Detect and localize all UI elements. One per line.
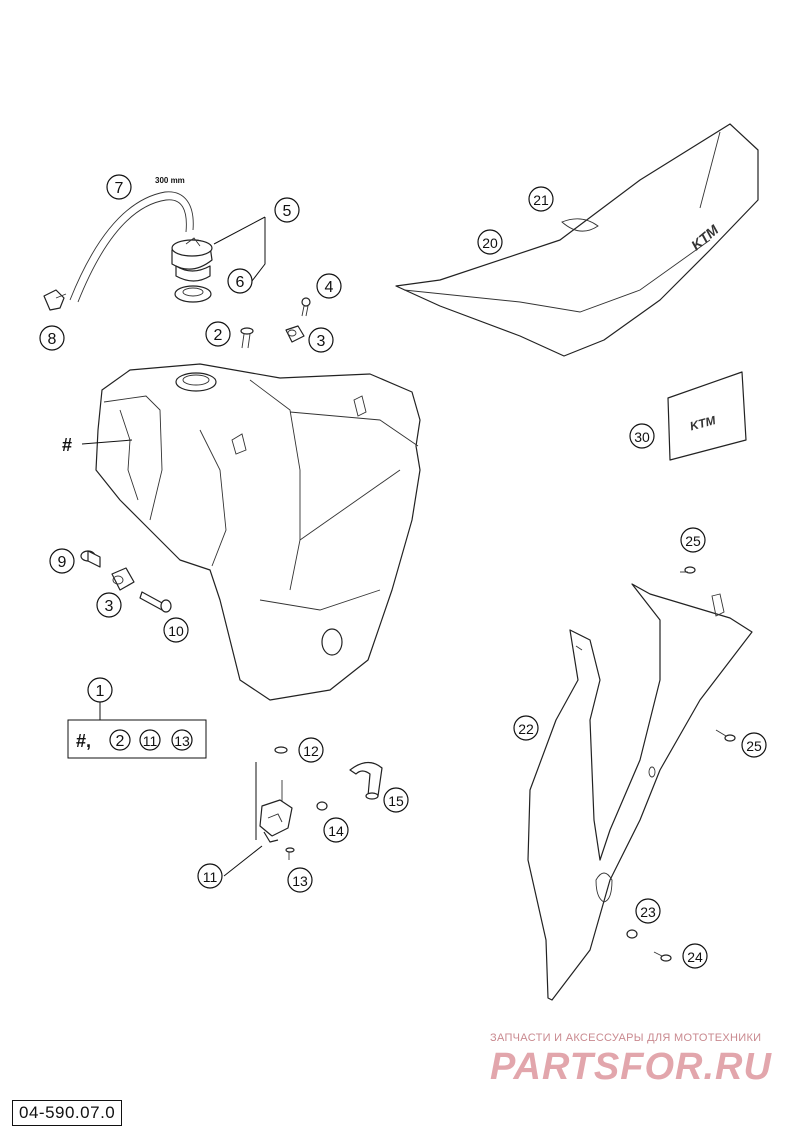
bushing-top-part	[285, 325, 305, 343]
screw-25-right-part	[715, 729, 736, 742]
sticker-logo: KTM	[688, 413, 718, 434]
svg-text:23: 23	[640, 904, 656, 920]
tank-leader-line	[81, 439, 133, 445]
washer-14-part	[316, 801, 328, 811]
svg-text:7: 7	[115, 180, 124, 197]
svg-text:10: 10	[168, 623, 184, 639]
hose-bend-part	[349, 761, 383, 800]
hose-length-label: 300 mm	[155, 176, 185, 185]
callout-3-lower: 3	[96, 592, 122, 618]
svg-text:1: 1	[96, 683, 105, 700]
svg-text:3: 3	[317, 333, 326, 350]
callout-2: 2	[205, 321, 231, 347]
svg-text:6: 6	[236, 274, 245, 291]
svg-text:3: 3	[105, 598, 114, 615]
callout-20: 20	[477, 229, 503, 255]
svg-text:13: 13	[174, 733, 190, 749]
svg-text:4: 4	[325, 279, 334, 296]
hose-fitting-part	[43, 289, 67, 311]
fuel-tank-part	[95, 363, 421, 701]
svg-text:2: 2	[214, 327, 223, 344]
kit-item-11: 11	[139, 729, 161, 751]
fuel-cap-part	[171, 237, 213, 282]
spacer-sleeve-part	[111, 567, 135, 591]
callout-22: 22	[513, 715, 539, 741]
screw-25-top-part	[680, 566, 696, 574]
callout-23: 23	[635, 898, 661, 924]
callout-9: 9	[49, 548, 75, 574]
svg-text:5: 5	[283, 203, 292, 220]
watermark-site[interactable]: PARTSFOR.RU	[490, 1046, 772, 1088]
callout-14: 14	[323, 817, 349, 843]
svg-text:25: 25	[746, 738, 762, 754]
watermark-caption: ЗАПЧАСТИ И АКСЕССУАРЫ ДЛЯ МОТОТЕХНИКИ	[490, 1032, 762, 1044]
gasket-part	[174, 285, 212, 303]
callout-7: 7	[106, 174, 132, 200]
callout-1: 1	[87, 677, 113, 703]
callout-8: 8	[39, 325, 65, 351]
seat-part	[395, 123, 759, 357]
callout-21: 21	[528, 186, 554, 212]
tank-label: #	[62, 435, 72, 455]
svg-text:11: 11	[203, 869, 218, 885]
callout-4: 4	[316, 273, 342, 299]
callout-12: 12	[298, 737, 324, 763]
callout-3-top: 3	[308, 327, 334, 353]
callout-25-top: 25	[680, 527, 706, 553]
diagram-ref-code: 04-590.07.0	[12, 1100, 123, 1126]
svg-text:24: 24	[687, 949, 703, 965]
leader-lines	[213, 216, 266, 282]
callout-13: 13	[287, 867, 313, 893]
rubber-bushing-part	[80, 550, 101, 568]
svg-text:30: 30	[634, 429, 650, 445]
callout-25-right: 25	[741, 732, 767, 758]
callout-24: 24	[682, 943, 708, 969]
screw-2-part	[240, 327, 254, 349]
kit-prefix: #,	[76, 731, 91, 751]
screw-4-part	[301, 297, 311, 317]
callout-5: 5	[274, 197, 300, 223]
svg-text:15: 15	[388, 793, 404, 809]
callout-6: 6	[227, 268, 253, 294]
svg-text:11: 11	[143, 733, 158, 749]
fuel-hose-part	[69, 191, 194, 303]
washer-23-part	[626, 929, 638, 939]
callout-30: 30	[629, 423, 655, 449]
screw-13-part	[285, 847, 295, 860]
bolt-10-part	[139, 591, 172, 613]
side-cover-part	[527, 583, 753, 1001]
kit-item-13: 13	[171, 729, 193, 751]
sticker-part	[667, 371, 747, 461]
svg-text:20: 20	[482, 235, 498, 251]
callout-10: 10	[163, 617, 189, 643]
svg-text:2: 2	[116, 733, 125, 750]
fuel-tap-part	[259, 780, 293, 843]
svg-text:12: 12	[303, 743, 319, 759]
callout-11: 11	[197, 863, 223, 889]
svg-text:22: 22	[518, 721, 534, 737]
svg-text:14: 14	[328, 823, 344, 839]
svg-text:8: 8	[48, 331, 57, 348]
callout-15: 15	[383, 787, 409, 813]
kit-item-2: 2	[109, 729, 131, 751]
svg-text:13: 13	[292, 873, 308, 889]
svg-text:25: 25	[685, 533, 701, 549]
fuel-tap-leader	[223, 845, 263, 877]
svg-text:9: 9	[58, 554, 67, 571]
o-ring-part	[274, 746, 288, 754]
svg-text:21: 21	[533, 192, 549, 208]
screw-24-part	[653, 951, 672, 962]
